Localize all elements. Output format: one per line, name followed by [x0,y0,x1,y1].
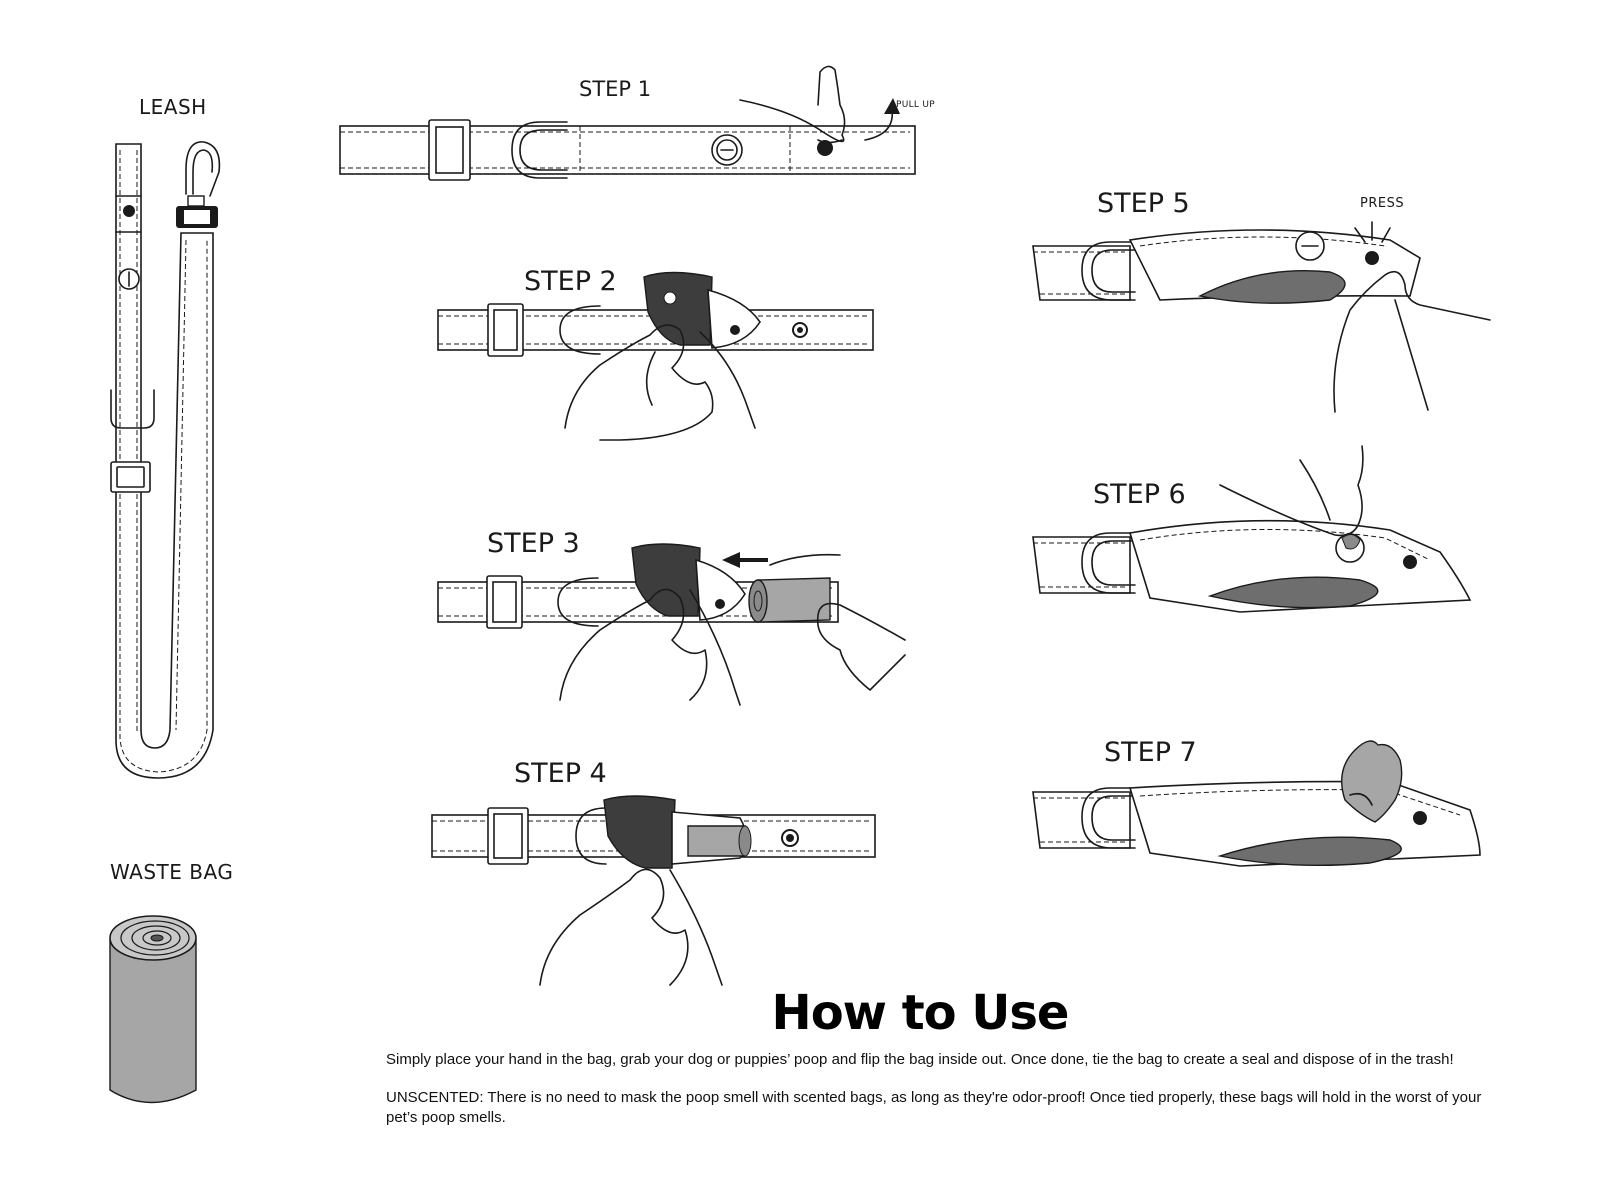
step-5-drawing [1032,221,1491,413]
step-6-drawing [1032,445,1472,613]
step-3-label: STEP 3 [487,528,580,559]
step-4-label: STEP 4 [514,758,607,789]
step-1-label: STEP 1 [579,77,652,101]
step-7-drawing [1032,740,1481,867]
step-4-drawing [431,795,876,986]
pull-up-label: PULL UP [896,100,936,110]
leash-drawing [110,141,221,779]
leash-label: LEASH [139,95,207,119]
waste-bag-label: WASTE BAG [110,860,234,884]
waste-bag-roll-drawing [109,915,197,1104]
how-to-use-paragraph-2: UNSCENTED: There is no need to mask the … [386,1089,1482,1126]
step-1-drawing [339,65,916,181]
step-3-drawing [437,543,906,706]
step-2-drawing [437,271,874,441]
press-label: PRESS [1360,196,1405,211]
step-2-label: STEP 2 [524,266,617,297]
step-5-label: STEP 5 [1097,188,1190,219]
step-7-label: STEP 7 [1104,737,1197,768]
how-to-use-paragraph-1: Simply place your hand in the bag, grab … [386,1051,1454,1068]
how-to-use-title: How to Use [771,985,1070,1041]
step-6-label: STEP 6 [1093,479,1186,510]
